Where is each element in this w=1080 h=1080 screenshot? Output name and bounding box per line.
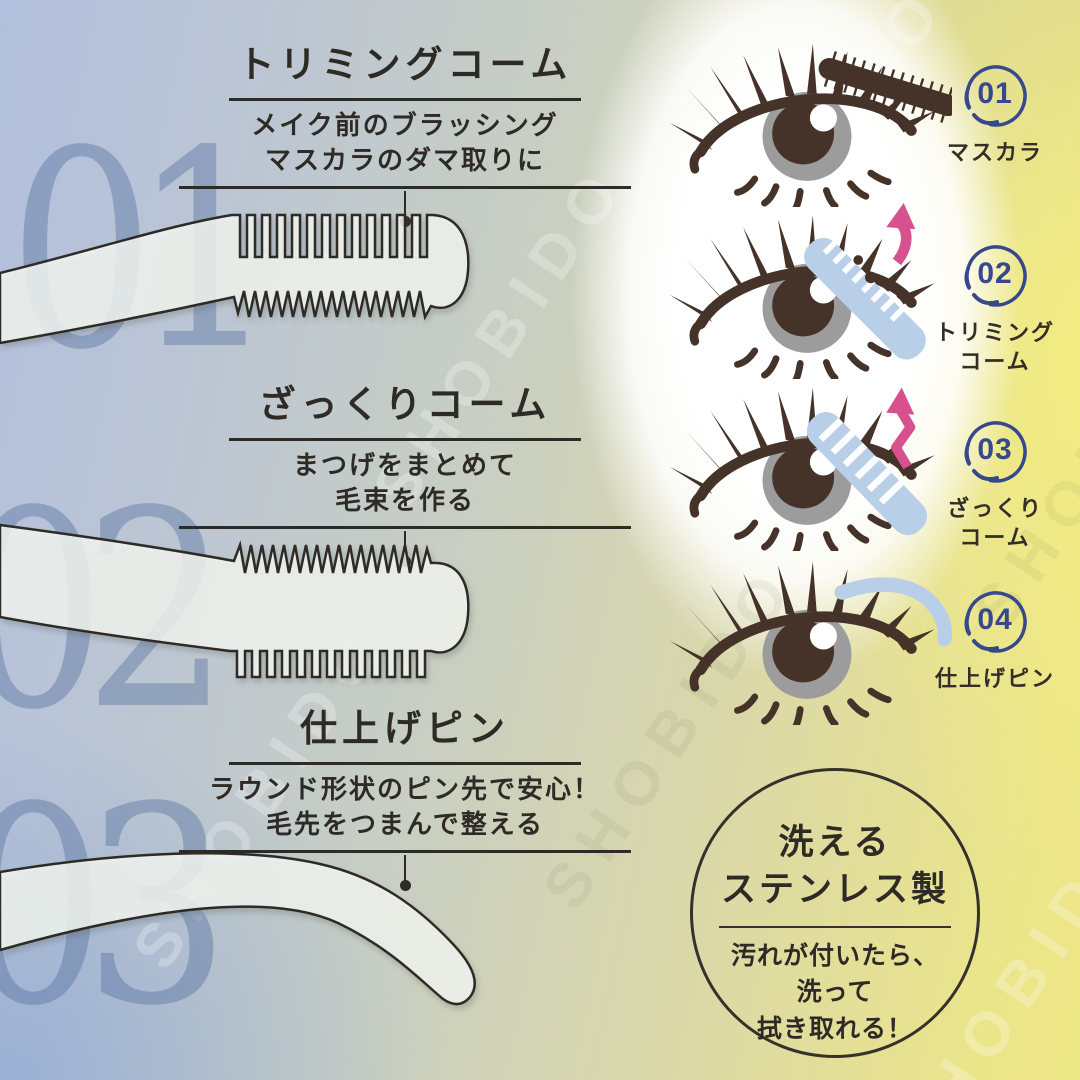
washable-desc-line: 汚れが付いたら、 xyxy=(730,942,939,970)
washable-title-line: ステンレス製 xyxy=(720,870,949,910)
desc-line: 毛先をつまんで整える xyxy=(266,809,544,840)
step-badge-4: 04 仕上げピン xyxy=(935,589,1053,691)
section-description: まつげをまとめて 毛束を作る xyxy=(170,448,640,520)
mascara-clump-dot xyxy=(865,271,877,284)
washable-desc-line: 洗って xyxy=(796,978,874,1007)
pink-arrow-icon xyxy=(892,219,912,266)
rough-comb-illustration xyxy=(0,523,470,679)
trimming-comb-illustration xyxy=(0,213,470,345)
section-finishing-pin: 仕上げピン ラウンド形状のピン先で安心！ 毛先をつまんで整える xyxy=(170,698,640,891)
eye-illustration-rough-comb xyxy=(662,372,952,551)
rule xyxy=(179,850,631,853)
step-number: 03 xyxy=(977,433,1013,466)
pink-zigzag-arrow-icon xyxy=(891,406,916,470)
blue-tweezer-tip-icon xyxy=(834,577,952,647)
pointer-line xyxy=(403,854,407,881)
section-description: メイク前のブラッシング マスカラのダマ取りに xyxy=(170,108,640,180)
step-label-line: ざっくり xyxy=(946,496,1043,521)
washable-description: 汚れが付いたら、 洗って 拭き取れる！ xyxy=(693,938,977,1047)
step-label-line: コーム xyxy=(959,524,1031,550)
section-description: ラウンド形状のピン先で安心！ 毛先をつまんで整える xyxy=(170,772,640,844)
rule xyxy=(229,98,581,101)
step-label-line: マスカラ xyxy=(946,140,1043,165)
step-label-line: トリミング xyxy=(934,320,1055,345)
desc-line: 毛束を作る xyxy=(334,485,475,516)
section-title: トリミングコーム xyxy=(237,44,573,85)
desc-line: マスカラのダマ取りに xyxy=(264,145,545,176)
finishing-pin-illustration xyxy=(0,852,476,1006)
desc-line: メイク前のブラッシング xyxy=(251,109,559,140)
section-trimming-comb: トリミングコーム メイク前のブラッシング マスカラのダマ取りに xyxy=(170,34,640,227)
pointer-dot xyxy=(399,879,411,891)
step-number: 01 xyxy=(977,77,1013,110)
mascara-clump-dot xyxy=(853,255,864,265)
speech-circle-icon xyxy=(964,245,1027,307)
step-label: マスカラ xyxy=(934,139,1056,168)
step-number: 04 xyxy=(977,603,1013,636)
step-number: 02 xyxy=(977,257,1013,290)
step-label: トリミング コーム xyxy=(934,319,1056,376)
mascara-clump-dot xyxy=(896,290,906,300)
desc-line: まつげをまとめて xyxy=(292,449,517,480)
rule xyxy=(229,762,581,765)
eye-illustration-mascara xyxy=(662,28,952,207)
washable-desc-line: 拭き取れる！ xyxy=(756,1014,913,1043)
eye-illustration-trimming-comb xyxy=(662,202,952,379)
rule xyxy=(179,186,631,189)
desc-line: ラウンド形状のピン先で安心！ xyxy=(208,773,601,804)
step-label-line: 仕上げピン xyxy=(934,666,1055,691)
section-title: ざっくりコーム xyxy=(258,384,552,425)
speech-circle-icon xyxy=(964,421,1027,483)
washable-title: 洗える ステンレス製 xyxy=(693,819,977,914)
section-title: 仕上げピン xyxy=(300,708,510,749)
step-badge-3: 03 ざっくり コーム xyxy=(947,419,1041,550)
step-label: 仕上げピン xyxy=(934,665,1056,694)
divider xyxy=(719,925,951,928)
washable-note-circle: 洗える ステンレス製 汚れが付いたら、 洗って 拭き取れる！ xyxy=(690,768,980,1058)
speech-circle-icon xyxy=(964,65,1027,127)
rule xyxy=(229,438,581,441)
pointer-line xyxy=(403,190,407,217)
blue-coarse-comb-icon xyxy=(806,411,928,536)
step-badge-2: 02 トリミング コーム xyxy=(935,243,1053,374)
speech-circle-icon xyxy=(964,591,1027,653)
rule xyxy=(179,526,631,529)
eye-illustration-finishing-pin xyxy=(662,546,952,725)
step-label: ざっくり コーム xyxy=(934,495,1056,552)
step-badge-1: 01 マスカラ xyxy=(947,63,1041,165)
section-rough-comb: ざっくりコーム まつげをまとめて 毛束を作る xyxy=(170,374,640,567)
pointer-line xyxy=(403,530,407,557)
step-label-line: コーム xyxy=(959,348,1031,374)
washable-title-line: 洗える xyxy=(778,823,892,862)
